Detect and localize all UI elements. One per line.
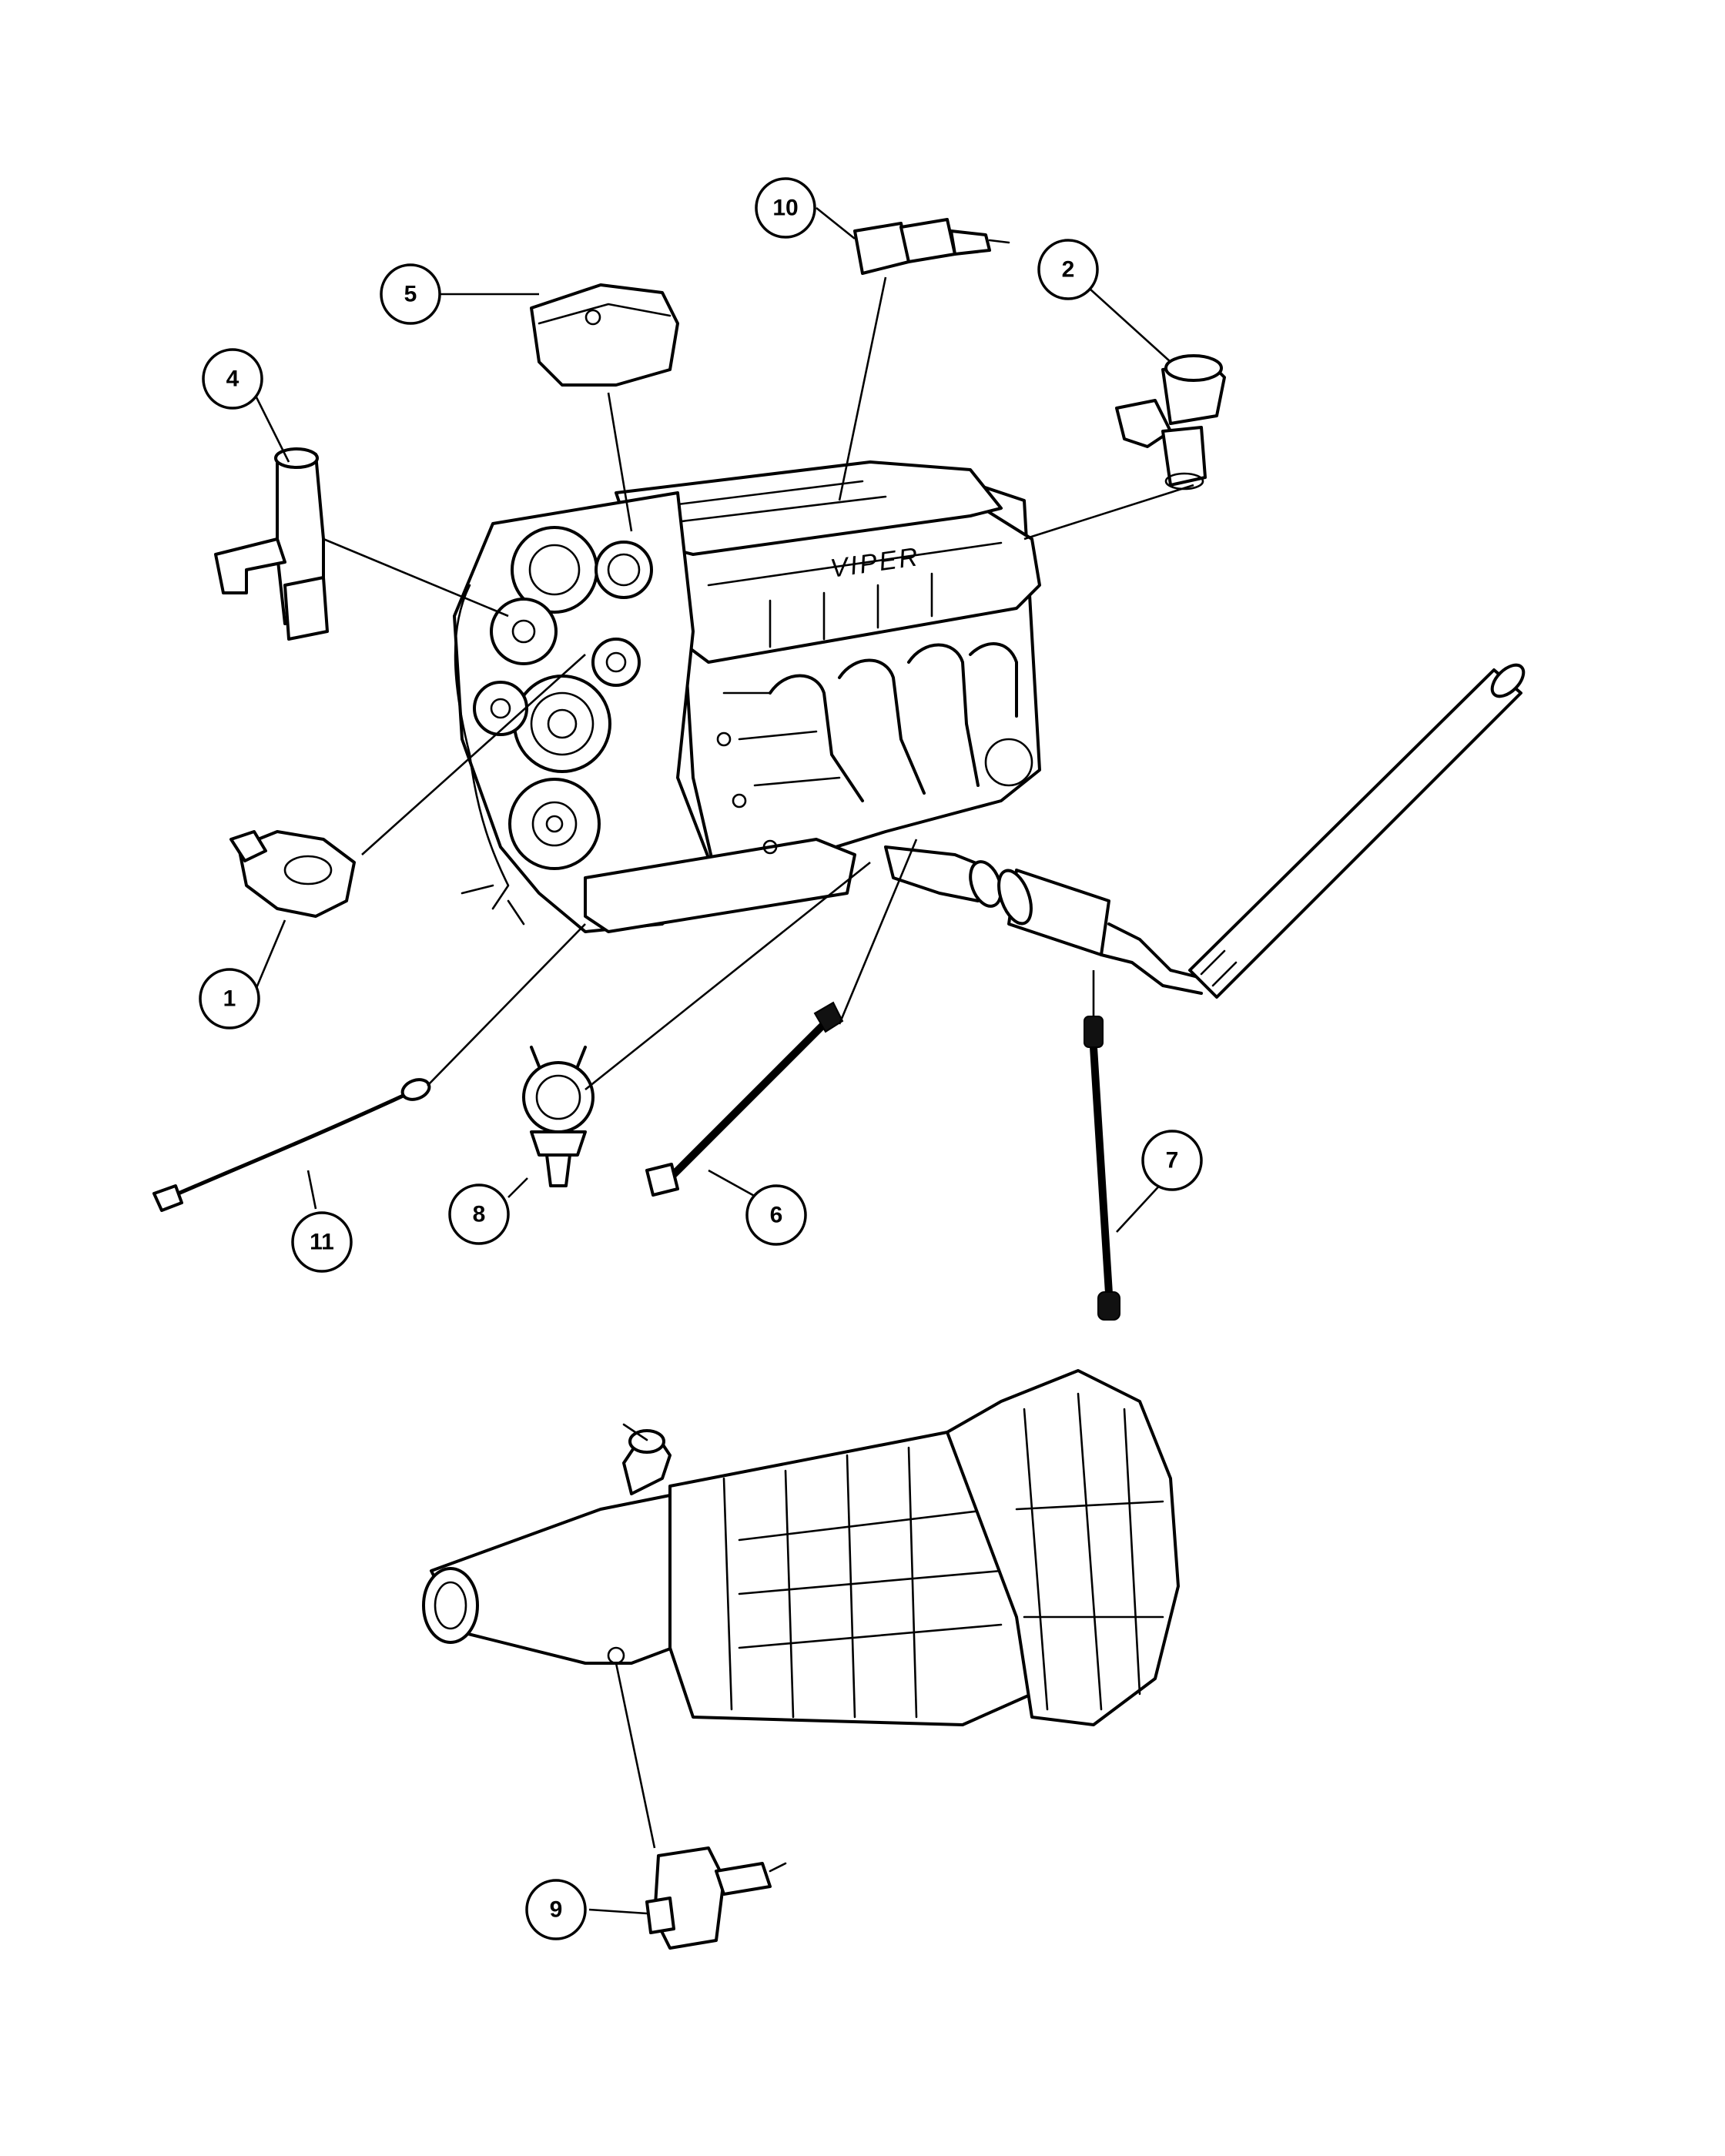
part-5-module <box>530 283 679 387</box>
part-7-oxygen-sensor <box>1084 1016 1120 1321</box>
callout-5-label: 5 <box>404 282 417 307</box>
callout-2-label: 2 <box>1062 257 1075 283</box>
callout-9: 9 <box>525 1879 587 1940</box>
callout-5: 5 <box>380 263 441 325</box>
callout-8: 8 <box>448 1183 510 1245</box>
leader-lines <box>253 206 1194 1915</box>
callout-2: 2 <box>1037 239 1099 300</box>
callout-6: 6 <box>745 1184 807 1246</box>
callout-6-label: 6 <box>770 1203 783 1228</box>
part-4-sensor <box>214 447 329 641</box>
callout-10-label: 10 <box>772 196 798 221</box>
callout-1-label: 1 <box>223 986 236 1012</box>
callout-10: 10 <box>755 177 816 239</box>
callout-9-label: 9 <box>550 1897 563 1923</box>
exhaust-system <box>884 663 1526 999</box>
part-1-sensor <box>229 830 356 918</box>
callout-4-label: 4 <box>226 367 239 392</box>
callout-11: 11 <box>291 1211 353 1273</box>
part-10-sensor <box>853 218 1010 275</box>
part-6-oxygen-sensor <box>645 1001 844 1197</box>
engine-assembly: VIPER <box>453 460 1041 933</box>
part-8-clip <box>522 1046 595 1187</box>
callout-11-label: 11 <box>310 1230 334 1255</box>
transmission-assembly <box>422 1369 1180 1726</box>
callout-8-label: 8 <box>473 1202 486 1227</box>
callout-7: 7 <box>1141 1130 1203 1191</box>
callout-7-label: 7 <box>1166 1148 1179 1173</box>
part-9-switch <box>645 1846 787 1950</box>
callout-1: 1 <box>199 968 260 1029</box>
part-2-sensor <box>1115 354 1226 490</box>
part-11-harness <box>152 1078 431 1212</box>
callout-4: 4 <box>202 348 263 410</box>
